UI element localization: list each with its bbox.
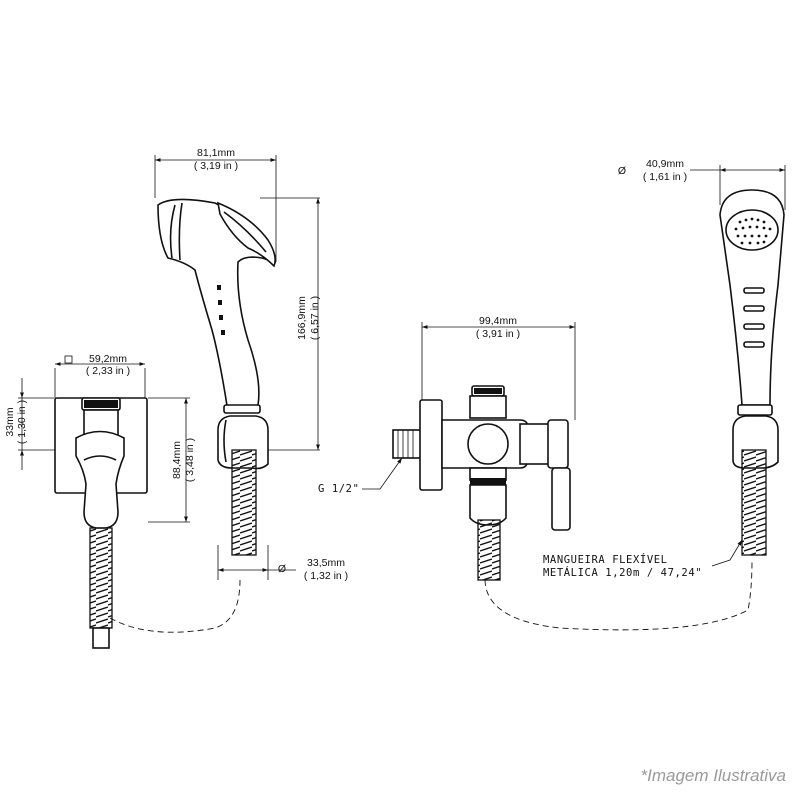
- side-width-in: ( 3,19 in ): [194, 160, 238, 172]
- hose-label-line2: METÁLICA 1,20m / 47,24": [543, 566, 702, 579]
- square-symbol-icon: [64, 355, 73, 364]
- head-diameter-symbol: Ø: [618, 165, 626, 177]
- plate-width-mm: 59,2mm: [89, 353, 127, 365]
- front-view: [18, 368, 241, 649]
- side-view: [154, 155, 320, 580]
- callout-labels: G 1/2" MANGUEIRA FLEXÍVEL METÁLICA 1,20m…: [318, 483, 702, 579]
- illustrative-caption: *Imagem Ilustrativa: [641, 766, 787, 785]
- plate-offset-mm: 33mm: [4, 407, 16, 436]
- holder-diameter-symbol: Ø: [278, 563, 286, 575]
- plate-width-in: ( 2,33 in ): [86, 365, 130, 377]
- height-mm: 166,9mm: [296, 296, 308, 340]
- holder-height-mm: 88,4mm: [171, 441, 183, 479]
- dimension-labels: 81,1mm ( 3,19 in ) 166,9mm ( 6,57 in ) Ø…: [4, 147, 687, 582]
- head-diameter-in: ( 1,61 in ): [643, 171, 687, 183]
- head-diameter-mm: 40,9mm: [646, 158, 684, 170]
- thread-label: G 1/2": [318, 483, 360, 495]
- holder-diameter-mm: 33,5mm: [307, 557, 345, 569]
- height-in: ( 6,57 in ): [309, 296, 321, 340]
- dimension-lines: [20, 158, 785, 572]
- holder-diameter-in: ( 1,32 in ): [304, 570, 348, 582]
- holder-height-in: ( 3,48 in ): [184, 438, 196, 482]
- valve-width-mm: 99,4mm: [479, 315, 517, 327]
- valve-width-in: ( 3,91 in ): [476, 328, 520, 340]
- side-width-mm: 81,1mm: [197, 147, 235, 159]
- plate-offset-in: ( 1,30 in ): [16, 400, 28, 444]
- head-view: [719, 165, 786, 556]
- valve-view: [392, 322, 753, 631]
- hose-label-line1: MANGUEIRA FLEXÍVEL: [543, 553, 668, 566]
